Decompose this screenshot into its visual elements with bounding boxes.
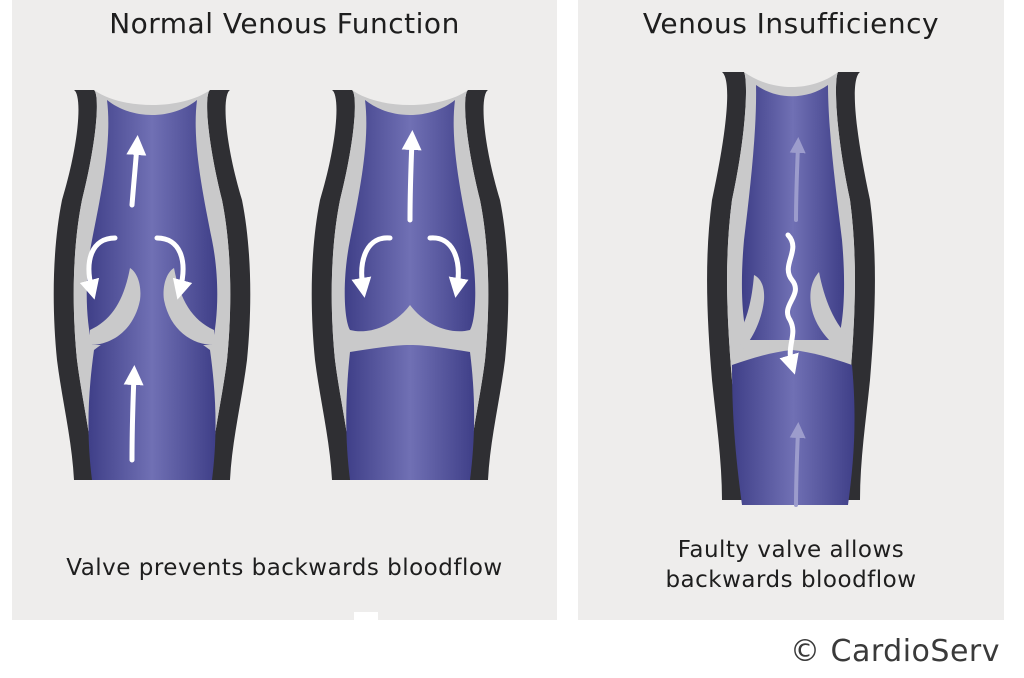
venous-insufficiency-caption: Faulty valve allows backwards bloodflow xyxy=(578,535,1004,595)
weak-upward-arrow xyxy=(789,137,806,222)
upward-flow-arrow xyxy=(126,135,147,208)
recirculation-arrow-right xyxy=(427,235,469,298)
vein-open-valve xyxy=(53,90,251,480)
recirculation-arrow-left xyxy=(79,235,118,300)
normal-vein-diagram xyxy=(53,90,509,480)
normal-venous-title: Normal Venous Function xyxy=(109,7,460,40)
normal-venous-panel: Normal Venous Function xyxy=(12,0,557,620)
vein-3-lower-blood xyxy=(732,350,855,505)
copyright-label: © CardioServ xyxy=(790,634,1000,669)
faulty-leaflet-right xyxy=(810,272,852,355)
venous-insufficiency-panel: Venous Insufficiency Faulty valve allows… xyxy=(578,0,1004,620)
recirculation-arrow-right xyxy=(154,235,193,300)
vein-1-lower-blood xyxy=(88,300,216,480)
caption-line-1: Faulty valve allows xyxy=(677,537,905,563)
faulty-leaflet-left xyxy=(738,275,765,350)
vein-faulty-valve xyxy=(707,72,875,507)
upward-flow-arrow xyxy=(123,365,144,463)
caption-line-2: backwards bloodflow xyxy=(665,567,917,593)
vein-closed-valve xyxy=(311,90,509,480)
upward-flow-arrow xyxy=(401,130,422,223)
venous-insufficiency-title: Venous Insufficiency xyxy=(642,7,940,40)
valve-leaflet-left xyxy=(90,268,141,345)
recirculation-arrow-left xyxy=(351,235,393,298)
backflow-arrow xyxy=(779,232,799,375)
panel-notch xyxy=(354,612,378,626)
weak-upward-arrow xyxy=(789,422,806,507)
faulty-vein-diagram xyxy=(707,72,875,507)
vein-2-lower-blood xyxy=(346,345,475,480)
normal-venous-caption: Valve prevents backwards bloodflow xyxy=(66,555,503,581)
